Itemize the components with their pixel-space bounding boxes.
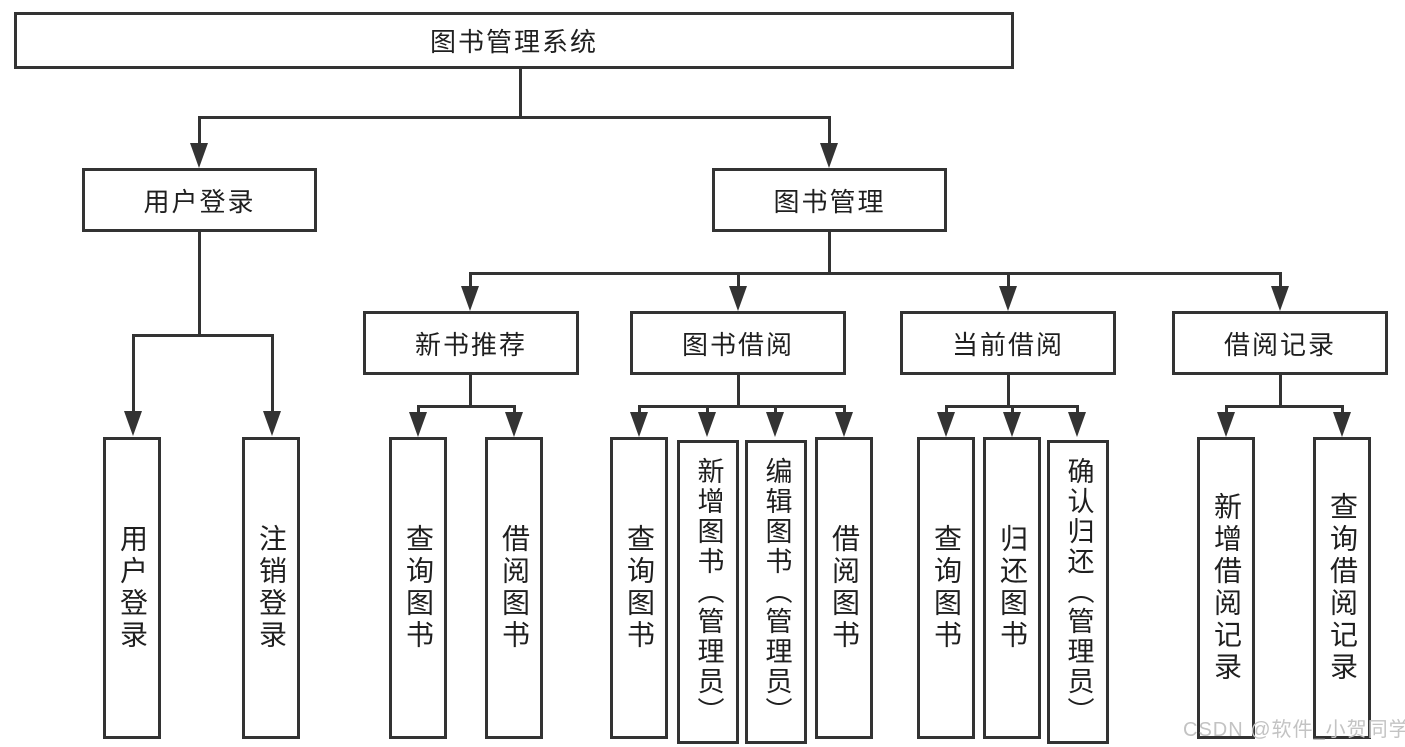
- connector-line: [1279, 272, 1282, 290]
- arrow-down-icon: [1068, 412, 1086, 437]
- connector-line: [198, 116, 831, 119]
- leaf-query-book-borrow-label: 查询图书: [624, 524, 655, 652]
- node-current-borrow-label: 当前借阅: [951, 329, 1064, 360]
- leaf-logout: 注销登录: [242, 437, 300, 739]
- node-root: 图书管理系统: [14, 12, 1014, 69]
- connector-line: [638, 405, 641, 415]
- leaf-user-login-label: 用户登录: [117, 524, 148, 652]
- connector-line: [1225, 405, 1343, 408]
- connector-line: [737, 272, 740, 290]
- arrow-down-icon: [1217, 412, 1235, 437]
- arrow-down-icon: [461, 286, 479, 311]
- leaf-confirm-return-admin: 确认归还（管理员）: [1047, 440, 1109, 744]
- leaf-edit-book-admin: 编辑图书（管理员）: [745, 440, 807, 744]
- node-current-borrow: 当前借阅: [900, 311, 1116, 375]
- node-book-borrow: 图书借阅: [630, 311, 846, 375]
- connector-line: [132, 334, 274, 337]
- node-user-login: 用户登录: [82, 168, 317, 232]
- connector-line: [513, 405, 516, 415]
- connector-line: [469, 272, 472, 290]
- arrow-down-icon: [937, 412, 955, 437]
- connector-line: [271, 334, 274, 414]
- leaf-query-book-current: 查询图书: [917, 437, 975, 739]
- leaf-add-borrow-record: 新增借阅记录: [1197, 437, 1255, 739]
- arrow-down-icon: [835, 412, 853, 437]
- connector-line: [198, 232, 201, 336]
- connector-line: [1076, 405, 1079, 415]
- leaf-query-borrow-record: 查询借阅记录: [1313, 437, 1371, 739]
- node-book-mgmt-label: 图书管理: [773, 186, 886, 217]
- connector-line: [417, 405, 420, 415]
- connector-line: [843, 405, 846, 415]
- leaf-borrow-book-newrec: 借阅图书: [485, 437, 543, 739]
- arrow-down-icon: [729, 286, 747, 311]
- leaf-confirm-return-admin-label: 确认归还（管理员）: [1063, 457, 1094, 727]
- leaf-query-book-newrec-label: 查询图书: [403, 524, 434, 652]
- node-borrow-records-label: 借阅记录: [1223, 329, 1336, 360]
- arrow-down-icon: [409, 412, 427, 437]
- connector-line: [1007, 272, 1010, 290]
- connector-line: [417, 405, 516, 408]
- leaf-logout-label: 注销登录: [256, 524, 287, 652]
- node-borrow-records: 借阅记录: [1172, 311, 1388, 375]
- connector-line: [1279, 375, 1282, 407]
- connector-line: [1011, 405, 1014, 415]
- connector-line: [828, 232, 831, 274]
- arrow-down-icon: [999, 286, 1017, 311]
- connector-line: [945, 405, 948, 415]
- arrow-down-icon: [766, 412, 784, 437]
- node-book-borrow-label: 图书借阅: [681, 329, 794, 360]
- arrow-down-icon: [1271, 286, 1289, 311]
- leaf-query-borrow-record-label: 查询借阅记录: [1327, 492, 1358, 684]
- arrow-down-icon: [820, 143, 838, 168]
- connector-line: [1225, 405, 1228, 415]
- leaf-return-book-label: 归还图书: [997, 524, 1028, 652]
- leaf-return-book: 归还图书: [983, 437, 1041, 739]
- connector-line: [828, 116, 831, 146]
- leaf-borrow-book-borrow-label: 借阅图书: [829, 524, 860, 652]
- connector-line: [132, 334, 135, 414]
- leaf-query-book-current-label: 查询图书: [931, 524, 962, 652]
- leaf-user-login: 用户登录: [103, 437, 161, 739]
- leaf-borrow-book-newrec-label: 借阅图书: [499, 524, 530, 652]
- leaf-query-book-borrow: 查询图书: [610, 437, 668, 739]
- connector-line: [469, 375, 472, 407]
- connector-line: [737, 375, 740, 407]
- connector-line: [1341, 405, 1344, 415]
- connector-line: [638, 405, 846, 408]
- leaf-add-book-admin: 新增图书（管理员）: [677, 440, 739, 744]
- arrow-down-icon: [1333, 412, 1351, 437]
- connector-line: [198, 116, 201, 146]
- node-book-mgmt: 图书管理: [712, 168, 947, 232]
- arrow-down-icon: [263, 411, 281, 436]
- leaf-add-borrow-record-label: 新增借阅记录: [1211, 492, 1242, 684]
- leaf-borrow-book-borrow: 借阅图书: [815, 437, 873, 739]
- leaf-edit-book-admin-label: 编辑图书（管理员）: [761, 457, 792, 727]
- connector-line: [706, 405, 709, 415]
- connector-line: [519, 69, 522, 118]
- node-new-book-rec-label: 新书推荐: [414, 329, 527, 360]
- leaf-add-book-admin-label: 新增图书（管理员）: [693, 457, 724, 727]
- watermark: CSDN @软件_小贺同学: [1183, 719, 1405, 741]
- node-root-label: 图书管理系统: [429, 27, 598, 57]
- node-new-book-rec: 新书推荐: [363, 311, 579, 375]
- arrow-down-icon: [1003, 412, 1021, 437]
- arrow-down-icon: [505, 412, 523, 437]
- arrow-down-icon: [630, 412, 648, 437]
- node-user-login-label: 用户登录: [143, 186, 256, 217]
- leaf-query-book-newrec: 查询图书: [389, 437, 447, 739]
- arrow-down-icon: [124, 411, 142, 436]
- arrow-down-icon: [698, 412, 716, 437]
- arrow-down-icon: [190, 143, 208, 168]
- connector-line: [469, 272, 1282, 275]
- connector-line: [1007, 375, 1010, 407]
- connector-line: [774, 405, 777, 415]
